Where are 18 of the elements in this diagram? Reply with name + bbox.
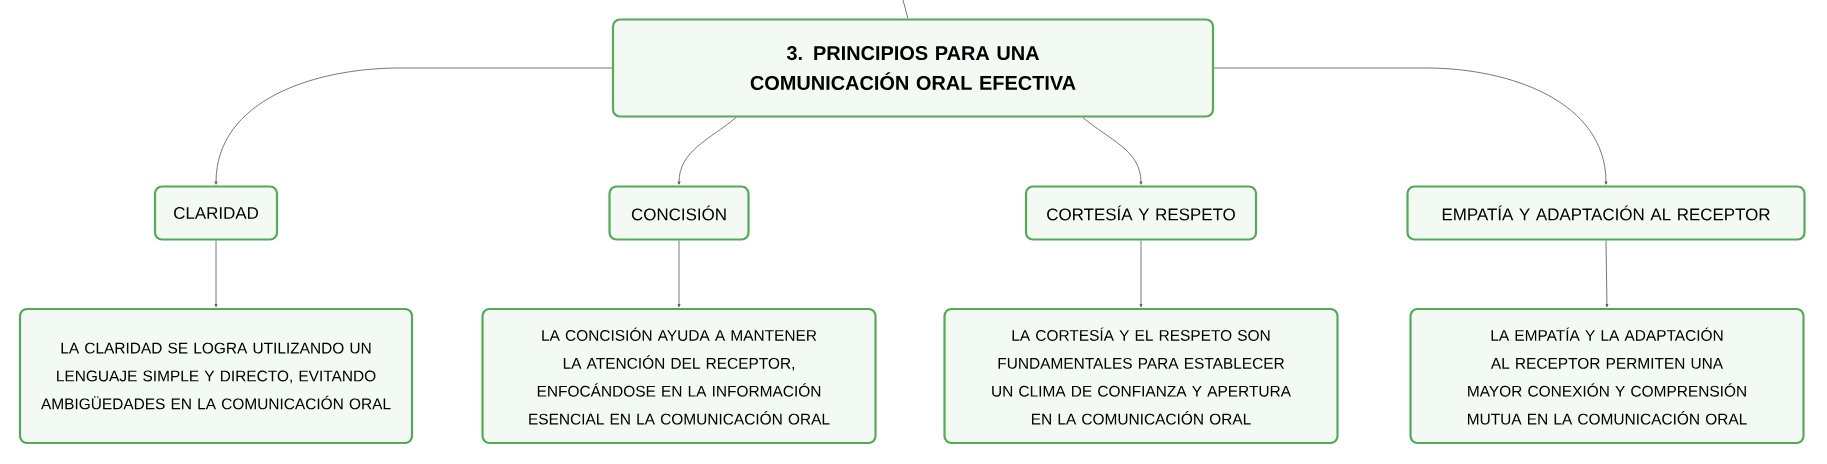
topic-box: CLARIDAD <box>153 185 279 241</box>
connector <box>677 240 681 308</box>
connector <box>214 240 218 308</box>
topic-box: EMPATÍA Y ADAPTACIÓN AL RECEPTOR <box>1406 185 1806 241</box>
connector <box>1082 117 1143 185</box>
description-box: LA CORTESÍA Y EL RESPETO SON FUNDAMENTALES PARA ESTABLECER UN CLIMA DE CONFIANZA Y APERTURA EN LA COMUNICACIÓN ORAL <box>943 307 1339 445</box>
topic-box: CONCISIÓN <box>608 185 750 241</box>
connector <box>1139 240 1143 308</box>
topic-box: CORTESÍA Y RESPETO <box>1024 185 1258 241</box>
description-box: LA CLARIDAD SE LOGRA UTILIZANDO UN LENGUAJE SIMPLE Y DIRECTO, EVITANDO AMBIGÜEDADES EN LA COMUNICACIÓN ORAL <box>18 307 414 445</box>
connector <box>1213 67 1608 185</box>
connector <box>677 117 737 185</box>
connector <box>1605 240 1609 308</box>
connector <box>214 67 613 185</box>
description-box: LA EMPATÍA Y LA ADAPTACIÓN AL RECEPTOR PERMITEN UNA MAYOR CONEXIÓN Y COMPRENSIÓN MUTUA EN LA COMUNICACIÓN ORAL <box>1409 307 1805 445</box>
description-box: LA CONCISIÓN AYUDA A MANTENER LA ATENCIÓN DEL RECEPTOR, ENFOCÁNDOSE EN LA INFORMACIÓN ESENCIAL EN LA COMUNICACIÓN ORAL <box>481 307 877 445</box>
title-box: 3. PRINCIPIOS PARA UNA COMUNICACIÓN ORAL EFECTIVA <box>611 18 1215 118</box>
connector <box>902 0 909 19</box>
